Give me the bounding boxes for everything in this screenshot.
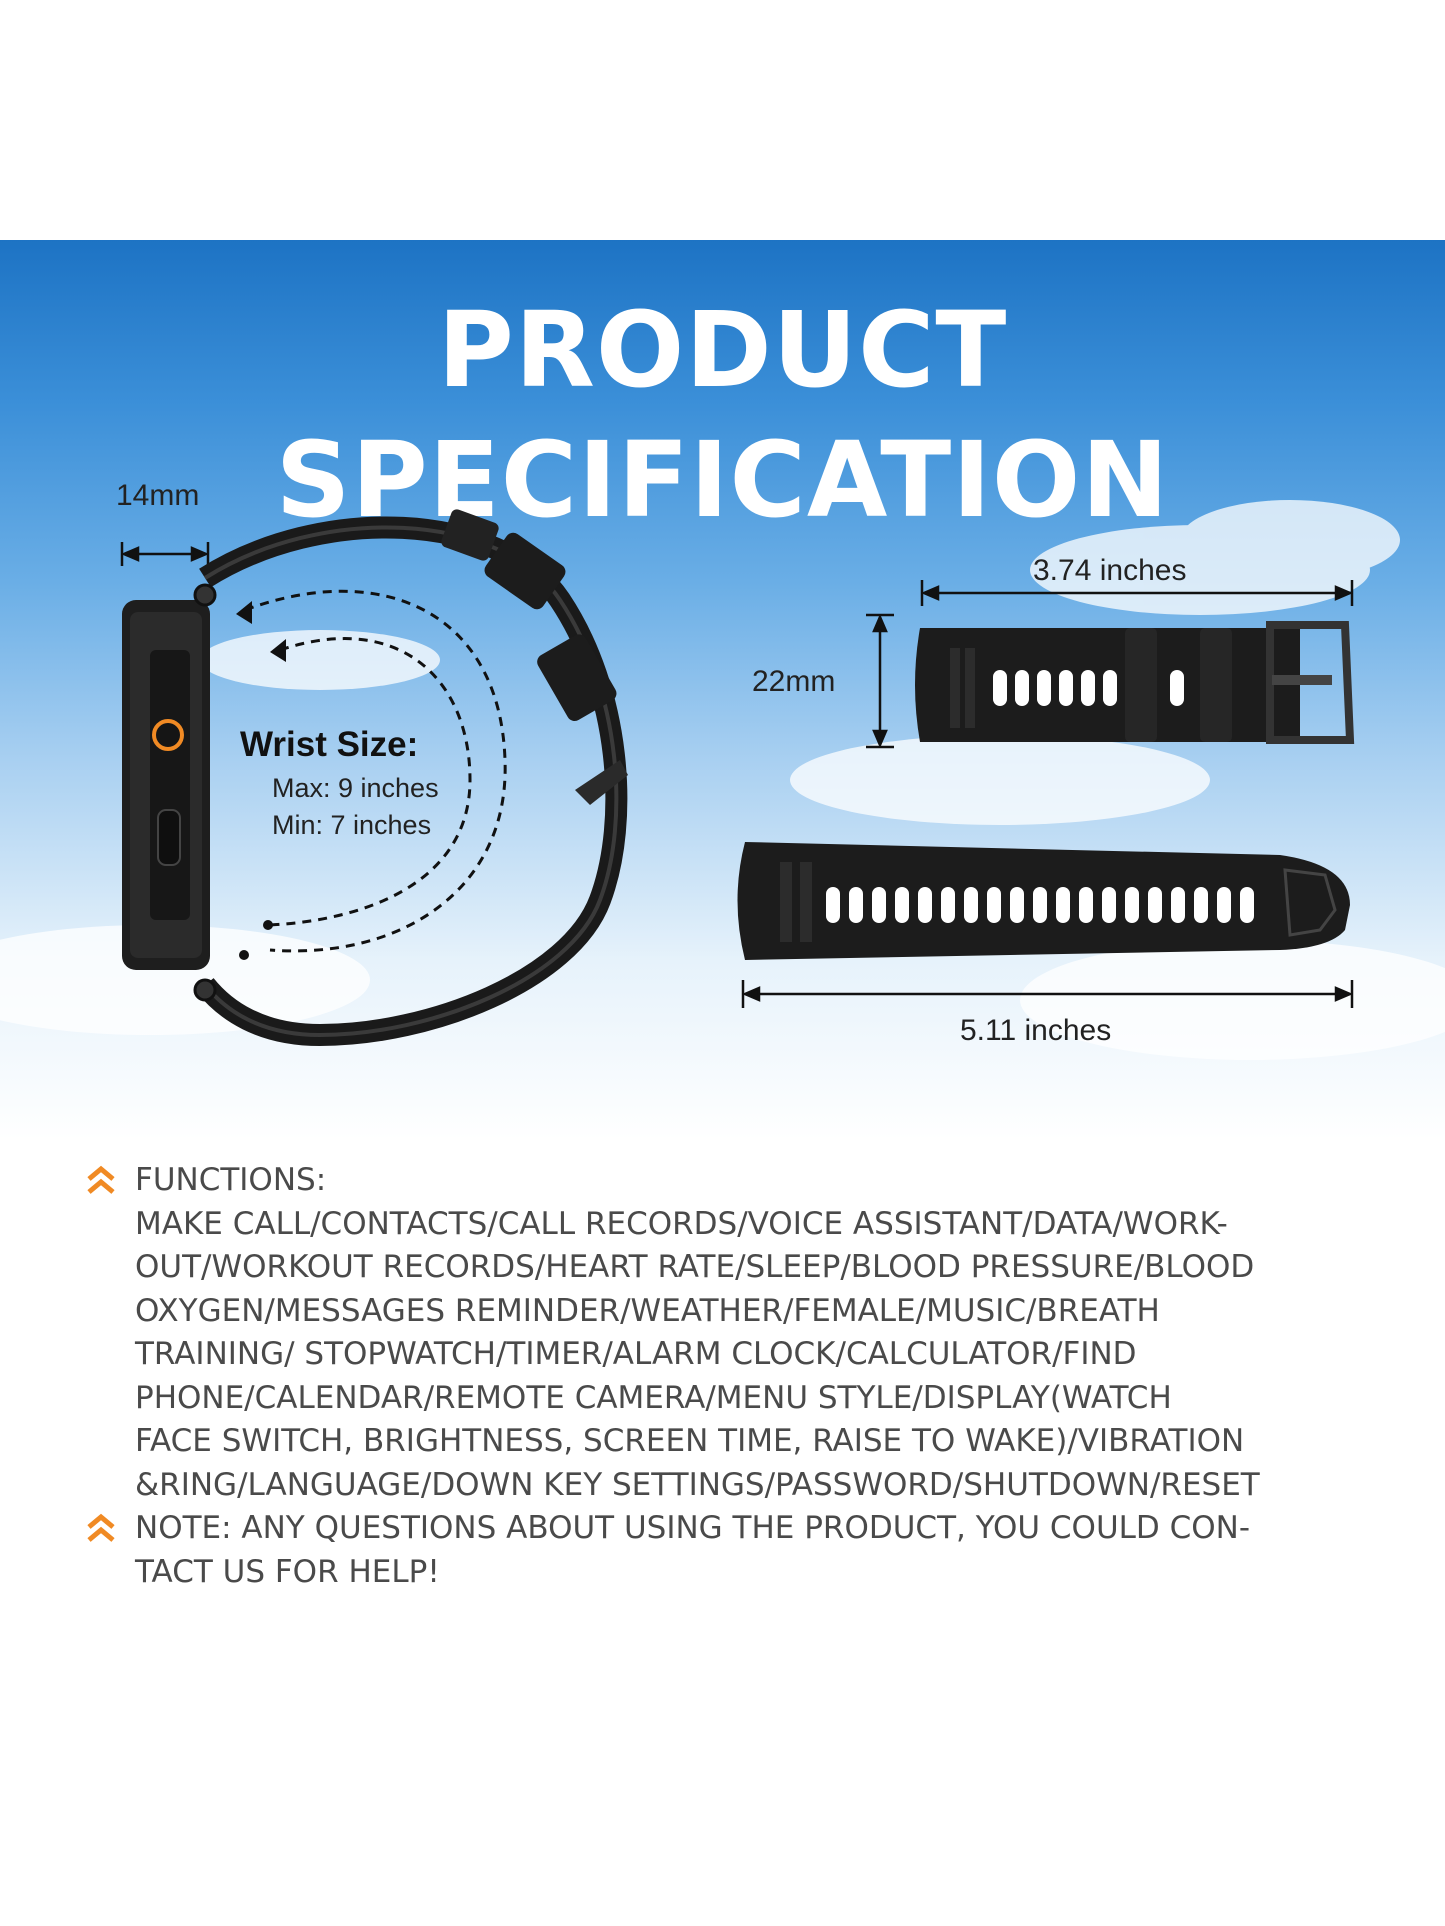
note-line: TACT US FOR HELP!	[135, 1553, 440, 1590]
short-strap-length-label: 3.74 inches	[1033, 554, 1187, 587]
clouds	[0, 500, 1445, 1060]
short-strap	[915, 621, 1355, 744]
long-strap-dimension	[741, 980, 1354, 1008]
wrist-range-arrowheads	[236, 601, 286, 960]
note-line: NOTE: ANY QUESTIONS ABOUT USING THE PROD…	[135, 1510, 1251, 1546]
functions-line: FACE SWITCH, BRIGHTNESS, SCREEN TIME, RA…	[135, 1423, 1245, 1459]
band-width-label: 22mm	[752, 665, 836, 698]
wrist-size-label: Wrist Size:	[240, 725, 419, 764]
functions-line: PHONE/CALENDAR/REMOTE CAMERA/MENU STYLE/…	[135, 1379, 1172, 1416]
double-chevron-up-icon	[87, 1165, 115, 1194]
wrist-range-arcs	[244, 589, 507, 953]
band-width-dimension	[866, 613, 894, 749]
wrist-size-min: Min: 7 inches	[272, 810, 432, 840]
functions-line: MAKE CALL/CONTACTS/CALL RECORDS/VOICE AS…	[135, 1205, 1228, 1242]
functions-line: OXYGEN/MESSAGES REMINDER/WEATHER/FEMALE/…	[135, 1292, 1160, 1329]
functions-section: FUNCTIONS: MAKE CALL/CONTACTS/CALL RECOR…	[135, 1159, 1355, 1507]
long-strap-length-label: 5.11 inches	[960, 1014, 1112, 1047]
short-strap-dimension	[920, 580, 1354, 606]
functions-line: &RING/LANGUAGE/DOWN KEY SETTINGS/PASSWOR…	[135, 1466, 1260, 1503]
lug-width-label: 14mm	[116, 479, 200, 512]
lug-width-dimension	[120, 542, 210, 566]
functions-line: TRAINING/ STOPWATCH/TIMER/ALARM CLOCK/CA…	[135, 1336, 1137, 1372]
watch-case	[122, 583, 217, 1002]
watch-band-loop	[196, 509, 628, 1047]
page-title: PRODUCT SPECIFICATION	[275, 289, 1170, 541]
wrist-size-max: Max: 9 inches	[272, 773, 439, 803]
functions-heading: FUNCTIONS:	[135, 1162, 327, 1198]
functions-line: OUT/WORKOUT RECORDS/HEART RATE/SLEEP/BLO…	[135, 1249, 1255, 1285]
double-chevron-up-icon	[87, 1513, 115, 1542]
long-strap	[737, 842, 1350, 960]
note-section: NOTE: ANY QUESTIONS ABOUT USING THE PROD…	[135, 1507, 1355, 1594]
